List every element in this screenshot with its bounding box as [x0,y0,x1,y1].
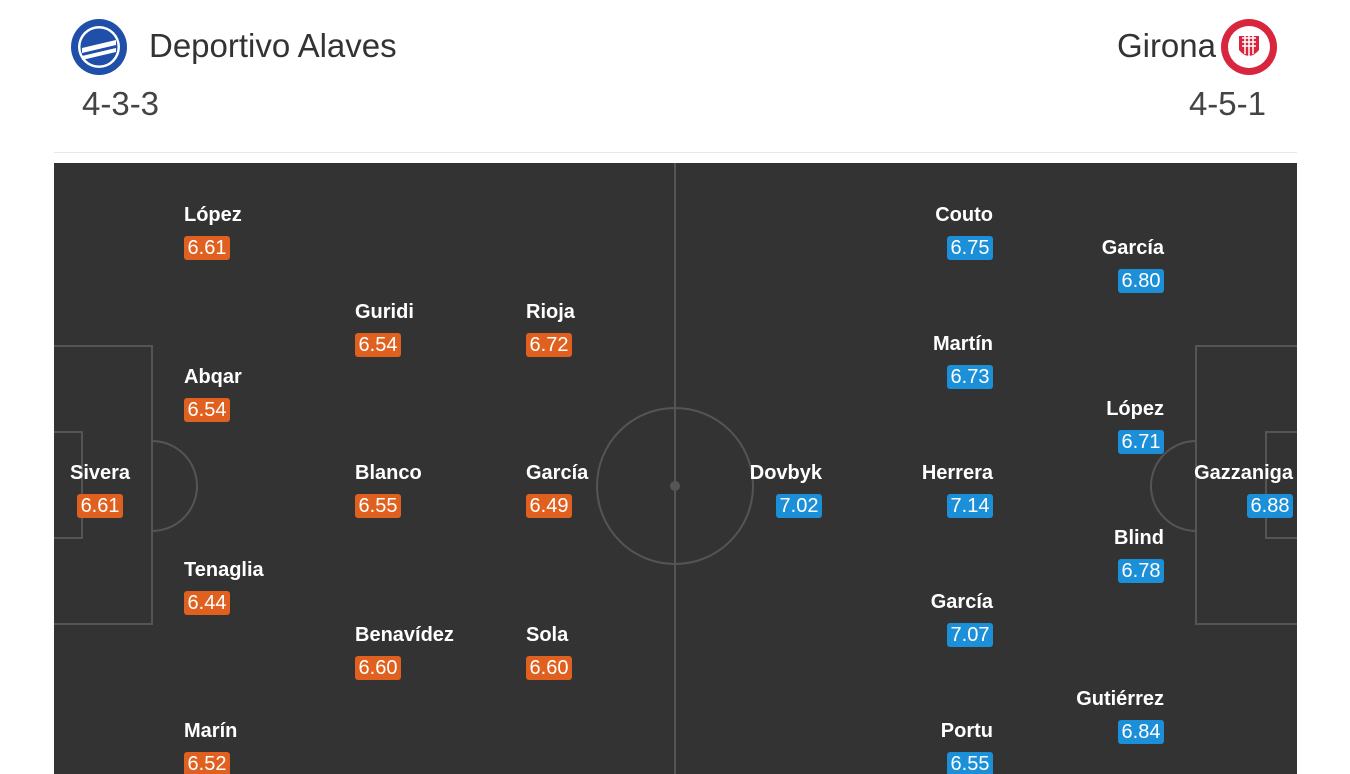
away-player-gazzaniga[interactable]: Gazzaniga 6.88 [1194,461,1293,518]
away-player-herrera[interactable]: Herrera 7.14 [922,461,993,518]
player-name: García [1101,237,1164,259]
girona-crest-icon [1220,18,1278,76]
player-rating: 6.75 [947,236,993,260]
player-rating: 6.84 [1118,720,1164,744]
home-player-marin[interactable]: Marín 6.52 [184,719,237,774]
away-formation: 4-5-1 [1188,85,1266,122]
away-player-martin[interactable]: Martín 6.73 [933,332,993,389]
player-name: Blind [1114,527,1164,549]
player-name: Couto [935,204,993,226]
player-rating: 6.72 [526,333,572,357]
player-name: Sivera [70,462,131,484]
away-player-dovbyk[interactable]: Dovbyk 7.02 [750,461,822,518]
away-player-garcia-def[interactable]: García 6.80 [1102,236,1164,293]
player-rating: 6.55 [355,494,401,518]
home-player-rioja[interactable]: Rioja 6.72 [526,300,575,357]
away-player-gutierrez[interactable]: Gutiérrez 6.84 [1076,687,1164,744]
home-player-sola[interactable]: Sola 6.60 [526,623,572,680]
player-name: Abqar [184,366,242,388]
player-name: Guridi [355,301,414,323]
player-rating: 6.60 [355,656,401,680]
lineup-pitch: Sivera 6.61 López 6.61 Abqar 6.54 Tenagl… [54,163,1297,774]
home-player-tenaglia[interactable]: Tenaglia 6.44 [184,558,264,615]
player-name: Sola [526,624,569,646]
player-name: López [1106,398,1164,420]
home-player-abqar[interactable]: Abqar 6.54 [184,365,242,422]
away-player-lopez[interactable]: López 6.71 [1106,397,1164,454]
home-player-garcia[interactable]: García 6.49 [526,461,588,518]
player-name: Herrera [921,462,993,484]
player-rating: 6.88 [1247,494,1293,518]
player-name: Blanco [355,462,422,484]
player-name: Dovbyk [749,462,822,484]
player-rating: 6.54 [184,398,230,422]
player-rating: 6.44 [184,591,230,615]
home-player-guridi[interactable]: Guridi 6.54 [355,300,414,357]
player-rating: 6.71 [1118,430,1164,454]
player-rating: 6.61 [77,494,124,518]
away-player-portu[interactable]: Portu 6.55 [941,719,993,774]
player-name: Martín [933,333,993,355]
away-player-couto[interactable]: Couto 6.75 [935,203,993,260]
player-name: Gutiérrez [1076,688,1164,710]
player-rating: 7.02 [776,494,822,518]
home-formation: 4-3-3 [82,85,160,122]
player-rating: 7.07 [947,623,993,647]
player-name: Gazzaniga [1194,462,1293,484]
player-rating: 6.73 [947,365,993,389]
player-rating: 6.52 [184,752,230,774]
header-divider [54,152,1297,153]
player-name: Rioja [526,301,575,323]
player-name: Tenaglia [184,559,264,581]
player-rating: 7.14 [947,494,993,518]
player-rating: 6.55 [947,752,993,774]
away-team-name: Girona [1116,27,1216,64]
home-team-name: Deportivo Alaves [149,27,397,64]
pitch-markings [54,163,1297,774]
player-name: García [930,591,993,613]
player-name: García [526,462,589,484]
player-name: Benavídez [355,624,454,646]
player-rating: 6.54 [355,333,401,357]
home-player-benavidez[interactable]: Benavídez 6.60 [355,623,454,680]
away-player-blind[interactable]: Blind 6.78 [1114,526,1164,583]
player-name: Marín [184,720,238,742]
player-rating: 6.80 [1118,269,1164,293]
player-rating: 6.61 [184,236,230,260]
away-player-garcia-mid[interactable]: García 7.07 [931,590,993,647]
deportivo-alaves-crest-icon [70,18,128,76]
player-rating: 6.49 [526,494,572,518]
player-rating: 6.78 [1118,559,1164,583]
home-player-blanco[interactable]: Blanco 6.55 [355,461,422,518]
player-rating: 6.60 [526,656,572,680]
home-player-sivera[interactable]: Sivera 6.61 [70,461,130,518]
home-player-lopez[interactable]: López 6.61 [184,203,242,260]
player-name: López [184,204,242,226]
player-name: Portu [940,720,993,742]
